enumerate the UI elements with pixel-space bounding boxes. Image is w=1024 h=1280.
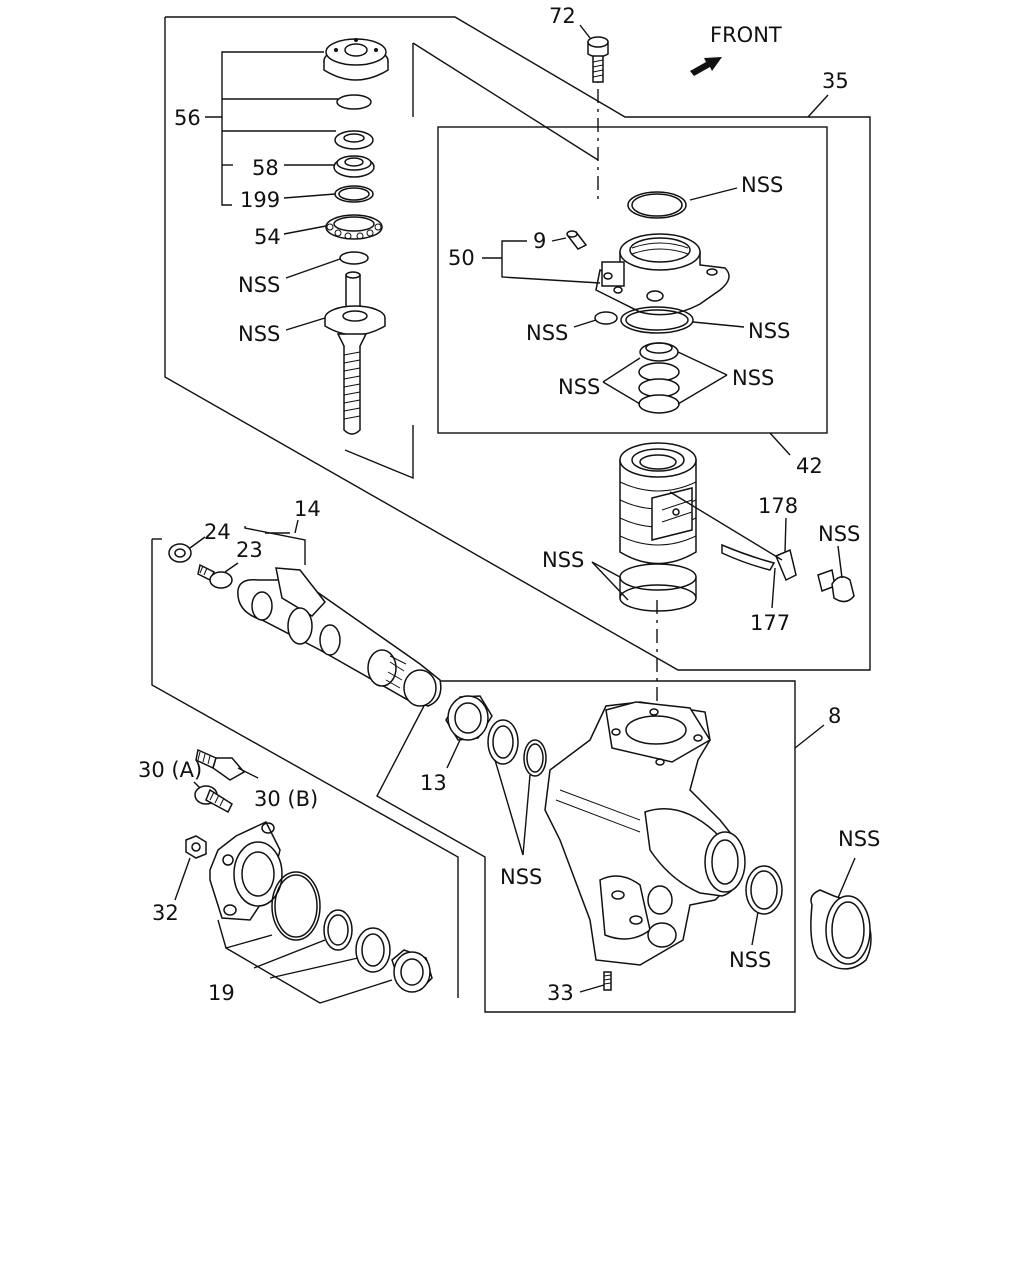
label-nss-seals-left: NSS [558,375,600,399]
label-58: 58 [252,156,279,180]
label-42: 42 [796,454,823,478]
oring-56 [336,94,372,110]
label-35: 35 [822,69,849,93]
leader-8 [794,724,825,749]
leader-lines-50 [482,240,601,284]
label-50: 50 [448,246,475,270]
label-177: 177 [750,611,790,635]
stud-30a [195,748,259,781]
label-nss-piston: NSS [542,548,584,572]
housing-seal-right-nss [745,865,783,946]
label-199: 199 [240,188,280,212]
nut-24 [168,536,206,563]
label-8: 8 [828,704,841,728]
assembly-outline-35 [164,16,871,671]
oring-top-nss [627,187,738,219]
label-72: 72 [549,4,576,28]
label-13: 13 [420,771,447,795]
plug-33 [579,971,612,993]
label-30a: 30 (A) [138,758,202,782]
leader-lines-56 [205,51,341,331]
assembly-outline-shaft [151,538,459,998]
label-nss-bolt: NSS [818,522,860,546]
small-oring-shaft [339,251,369,265]
label-32: 32 [152,901,179,925]
label-nss-cap: NSS [838,827,880,851]
label-30b: 30 (B) [254,787,318,811]
bearing-13 [445,695,493,769]
leader-42 [769,432,791,456]
bearing-cap-part [323,38,389,81]
gasket-nss [620,306,745,334]
pin-9 [551,230,588,250]
seal-stack-nss [602,342,728,414]
washer-56 [334,130,374,150]
ball-bearing-54 [325,214,383,240]
seal-58 [333,155,375,178]
side-cover-19 [209,821,283,921]
label-nss-shaft-ring: NSS [238,273,280,297]
valve-housing-50 [595,233,730,316]
label-33: 33 [547,981,574,1005]
stud-30b [193,781,233,814]
label-23: 23 [236,538,263,562]
leader-lines-19 [217,919,393,1004]
label-178: 178 [758,494,798,518]
cover-seals [271,871,433,993]
label-19: 19 [208,981,235,1005]
inner-bracket-top [344,42,599,480]
label-nss-seals-right: NSS [732,366,774,390]
label-nss-small-ring: NSS [526,321,568,345]
ball-nut-piston [619,442,697,565]
label-nss-housing-seal: NSS [729,948,771,972]
label-9: 9 [533,229,546,253]
valve-shaft-part [324,271,386,435]
nut-32 [174,835,207,901]
dust-cap-nss [810,857,872,970]
ball-guide-clip [669,491,797,609]
piston-rings-nss [591,561,697,612]
front-arrow-icon [690,57,722,76]
assembly-outline-42 [437,126,828,434]
label-24: 24 [204,520,231,544]
bolt-72 [579,24,609,83]
label-56: 56 [174,106,201,130]
label-nss-gasket: NSS [748,319,790,343]
front-label: FRONT [710,23,782,47]
leader-35 [807,94,829,118]
label-nss-housing-rings: NSS [500,865,542,889]
oring-199 [334,185,374,203]
gear-housing-8 [544,701,746,966]
sector-shaft-14 [237,519,442,707]
small-ring-nss [573,311,618,328]
housing-seals-nss [487,719,547,856]
screw-23 [197,562,239,589]
label-nss-oring-top: NSS [741,173,783,197]
bolt-nss-right [817,545,855,603]
label-nss-shaft: NSS [238,322,280,346]
assembly-outline-8 [376,680,796,1013]
label-54: 54 [254,225,281,249]
label-14: 14 [294,497,321,521]
